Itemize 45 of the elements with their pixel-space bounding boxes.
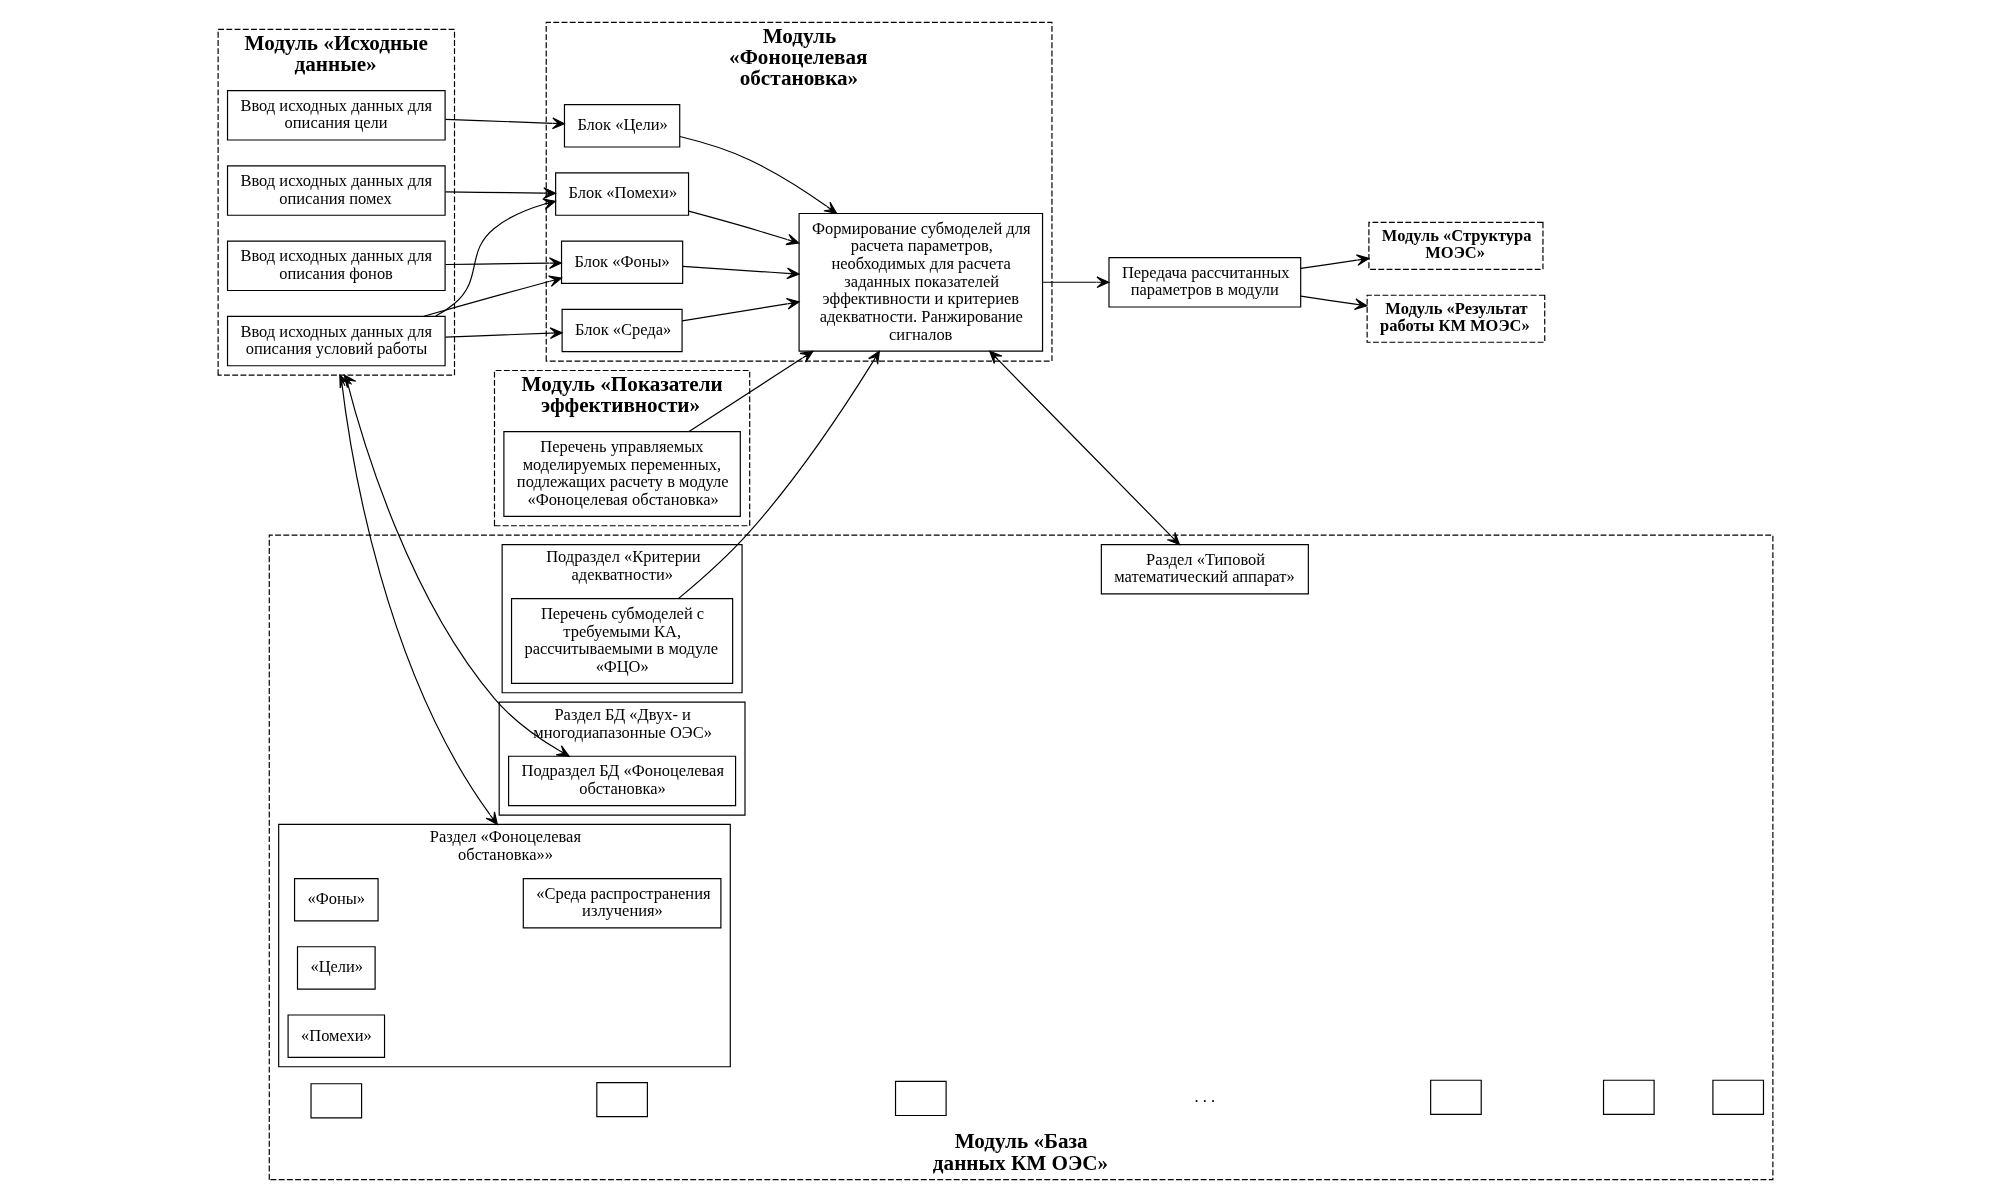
arrow [681, 265, 799, 280]
node-box: Блок «Фоны» [560, 240, 683, 285]
arrow [343, 374, 570, 757]
node-box: Блок «Помехи» [554, 172, 689, 216]
node-box: Перечень управляемых моделируемых переменных, подлежащих расчету в модуле «Фоноцелевая обстановка» [502, 431, 741, 517]
node-box [595, 1082, 648, 1118]
node-box: Ввод исходных данных для описания цели [226, 90, 446, 141]
arrow [988, 350, 1180, 546]
arrow [444, 187, 556, 199]
arrow [1041, 276, 1109, 289]
arrow [678, 135, 837, 214]
node-box [894, 1080, 947, 1117]
node-box: Раздел «Типовой математический аппарат» [1100, 543, 1309, 595]
arrow [444, 327, 563, 339]
node-box: Блок «Цели» [563, 104, 680, 148]
node-box: Ввод исходных данных для описания помех [226, 165, 446, 216]
arrow [422, 275, 562, 317]
node-box: «Среда распространения излучения» [522, 877, 721, 929]
node-box: «Цели» [296, 946, 376, 990]
node-box: Подраздел БД «Фоноцелевая обстановка» [507, 755, 736, 807]
node-box: Модуль «Структура МОЭС» [1367, 221, 1544, 270]
node-box: Формирование субмоделей для расчета параметров, необходимых для расчета заданных показателей эффективности и критериев адекватности. Ранжирование сигналов [798, 212, 1043, 352]
label: . . . [1194, 1086, 1215, 1106]
node-box: Модуль «Результат работы КМ МОЭС» [1366, 294, 1545, 343]
node-box: Ввод исходных данных для описания фонов [226, 240, 446, 292]
arrow [681, 298, 800, 322]
arrow [1299, 254, 1369, 269]
node-box [309, 1083, 362, 1119]
arrow [434, 198, 556, 317]
node-box: Передача рассчитанных параметров в модули [1107, 257, 1301, 308]
arrow [687, 210, 799, 246]
node-box: Ввод исходных данных для описания условий работы [226, 315, 446, 367]
node-box: Перечень субмоделей с требуемыми КА, рассчитываемыми в модуле «ФЦО» [510, 598, 733, 684]
node-box [1429, 1079, 1482, 1115]
arrow [444, 117, 565, 130]
arrow [677, 350, 880, 600]
node-box: «Фоны» [293, 877, 379, 922]
arrow [338, 374, 498, 826]
arrow [1299, 295, 1367, 310]
arrow [444, 257, 562, 270]
node-box [1711, 1079, 1764, 1115]
node-box: «Помехи» [287, 1014, 385, 1058]
node-box [1602, 1079, 1655, 1115]
node-box: Блок «Среда» [561, 308, 683, 353]
arrow [687, 350, 813, 433]
